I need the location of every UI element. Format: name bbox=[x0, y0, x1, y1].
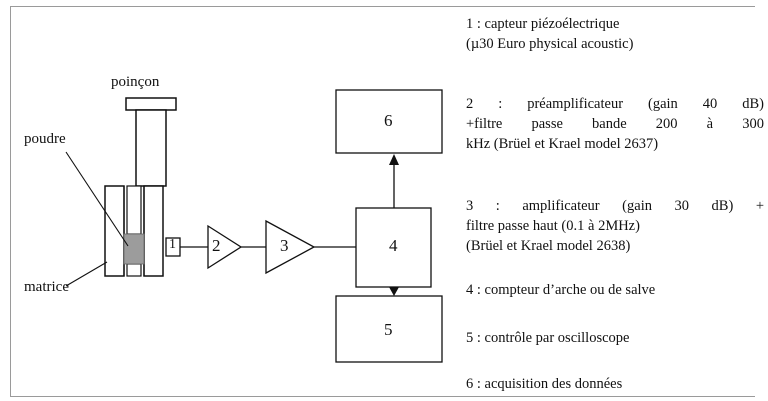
powder-label: poudre bbox=[24, 131, 66, 147]
box-6-label: 6 bbox=[384, 111, 393, 130]
legend-item-2-line-2: +filtre passe bande 200 à 300 bbox=[466, 116, 764, 132]
legend-item-6-line-1: 6 : acquisition des données bbox=[466, 376, 623, 392]
amplifier-3-label: 3 bbox=[280, 236, 289, 255]
amplifier-2 bbox=[207, 224, 243, 270]
powder-leader bbox=[65, 151, 129, 247]
punch-head bbox=[125, 97, 177, 111]
arrow-to-5 bbox=[389, 287, 399, 296]
upper-inner-punch bbox=[126, 185, 142, 235]
legend-item-3-line-3: (Brüel et Krael model 2638) bbox=[466, 238, 631, 254]
arrow-to-6 bbox=[389, 154, 399, 165]
amplifier-2-label: 2 bbox=[212, 236, 221, 255]
legend-item-4: 4 : compteur d’arche ou de salve bbox=[466, 280, 655, 300]
legend-item-3-line-2: filtre passe haut (0.1 à 2MHz) bbox=[466, 218, 640, 234]
die-wall-left bbox=[104, 185, 125, 277]
legend-item-1-line-1: 1 : capteur piézoélectrique bbox=[466, 16, 620, 32]
powder bbox=[123, 233, 145, 265]
box-5 bbox=[335, 295, 443, 363]
box-4-label: 4 bbox=[389, 236, 398, 255]
die-label: matrice bbox=[24, 279, 69, 295]
box-6 bbox=[335, 89, 443, 154]
punch-label: poinçon bbox=[111, 74, 160, 90]
box-1-label: 1 bbox=[169, 237, 176, 252]
legend-item-5: 5 : contrôle par oscilloscope bbox=[466, 328, 629, 348]
legend-item-5-line-1: 5 : contrôle par oscilloscope bbox=[466, 330, 630, 346]
die-wall-right bbox=[143, 185, 164, 277]
legend-item-2-line-1: 2 : préamplificateur (gain 40 dB) bbox=[466, 96, 764, 112]
legend-item-2: 2 : préamplificateur (gain 40 dB) +filtr… bbox=[466, 94, 764, 154]
legend-item-4-line-1: 4 : compteur d’arche ou de salve bbox=[466, 282, 656, 298]
legend-item-1: 1 : capteur piézoélectrique (µ30 Euro ph… bbox=[466, 14, 633, 54]
legend-item-1-line-2: (µ30 Euro physical acoustic) bbox=[466, 36, 634, 52]
punch-rod bbox=[135, 109, 167, 187]
lower-inner-punch bbox=[126, 263, 142, 277]
box-4 bbox=[355, 207, 432, 288]
legend-item-3: 3 : amplificateur (gain 30 dB) + filtre … bbox=[466, 196, 764, 256]
amplifier-3 bbox=[265, 219, 316, 275]
die-leader bbox=[65, 261, 108, 287]
legend-item-3-line-1: 3 : amplificateur (gain 30 dB) + bbox=[466, 198, 764, 214]
figure-frame bbox=[10, 6, 755, 397]
legend-item-6: 6 : acquisition des données bbox=[466, 374, 622, 394]
legend-item-2-line-3: kHz (Brüel et Krael model 2637) bbox=[466, 136, 659, 152]
box-5-label: 5 bbox=[384, 320, 393, 339]
